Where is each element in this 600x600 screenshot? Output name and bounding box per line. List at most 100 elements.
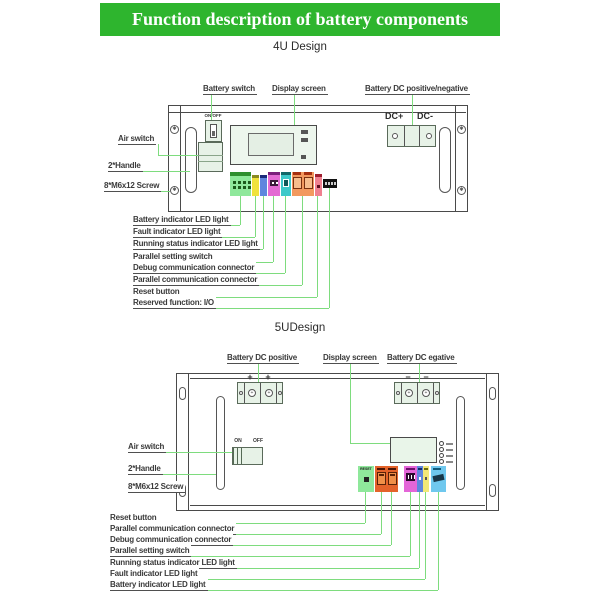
screw-hole	[179, 387, 186, 400]
callout-line	[329, 188, 330, 308]
callout-line	[438, 492, 439, 590]
dip-switch	[270, 180, 278, 186]
callout-line	[158, 144, 159, 156]
label-dc-negative: Battery DC egative	[387, 352, 457, 364]
rj45-port	[304, 177, 313, 189]
terminal-divider	[404, 126, 405, 146]
air-switch-breaker	[233, 448, 244, 464]
port-pins	[379, 474, 384, 476]
callout-line	[273, 196, 274, 262]
label-handle: 2*Handle	[128, 463, 163, 475]
label-screw: 8*M6x12 Screw	[128, 481, 186, 493]
terminal-screw-icon	[239, 391, 243, 395]
callout-line	[263, 196, 264, 249]
connector-running-led	[260, 175, 267, 196]
label-handle: 2*Handle	[108, 160, 143, 172]
callout-line	[381, 492, 382, 534]
callout-line	[255, 196, 256, 237]
callout-line	[285, 196, 286, 273]
callout-line	[412, 95, 413, 125]
callout-line	[112, 579, 425, 580]
page-title: Function description of battery componen…	[132, 9, 468, 29]
terminal-divider	[276, 383, 277, 403]
display-button	[439, 441, 444, 446]
rj45-port	[377, 472, 386, 485]
terminal-screw-icon: +	[248, 389, 256, 397]
screw-icon: ✱	[170, 186, 179, 195]
callout-line	[112, 590, 438, 591]
port-pins	[390, 474, 395, 476]
label-battery-switch: Battery switch	[203, 83, 257, 95]
section-heading-4u: 4U Design	[273, 41, 327, 53]
callout-line	[135, 297, 317, 298]
terminal-divider	[419, 126, 420, 146]
io-pins	[325, 182, 327, 185]
minus-mark: −	[423, 372, 429, 382]
callout-line	[158, 155, 198, 156]
display-button	[439, 459, 444, 464]
connector-top-bar	[433, 468, 441, 470]
callout-line	[302, 196, 303, 285]
callout-line	[112, 523, 365, 524]
reset-dot	[317, 185, 320, 188]
label-air-switch: Air switch	[118, 133, 157, 145]
on-label: ON	[234, 438, 242, 444]
terminal-screw-icon	[392, 133, 398, 139]
label-reserved-io: Reserved function: I/O	[133, 297, 216, 309]
section-heading-5u: 5UDesign	[274, 322, 326, 334]
display-button	[439, 453, 444, 458]
connector-top-bar	[377, 468, 385, 470]
display-button-label	[446, 461, 453, 463]
callout-line	[350, 443, 390, 444]
debug-port	[283, 179, 289, 187]
air-switch-line	[198, 155, 223, 156]
off-label: OFF	[253, 438, 263, 444]
screw-icon: ✱	[457, 125, 466, 134]
label-fault-led: Fault indicator LED light	[133, 226, 223, 238]
terminal-divider	[433, 383, 434, 403]
terminal-screw-icon: +	[422, 389, 430, 397]
callout-line	[112, 534, 381, 535]
handle-right	[439, 127, 451, 193]
display-button-label	[446, 455, 453, 457]
callout-line	[135, 308, 329, 309]
screw-hole	[489, 484, 496, 497]
display-button	[301, 138, 308, 142]
led-dot	[425, 477, 427, 480]
label-parallel-switch: Parallel setting switch	[110, 545, 192, 557]
terminal-screw-icon	[278, 391, 282, 395]
screw-hole	[489, 387, 496, 400]
plus-mark: +	[265, 372, 271, 382]
callout-line	[365, 492, 366, 523]
display-button	[301, 130, 308, 134]
callout-line	[150, 452, 232, 453]
callout-line	[258, 363, 259, 382]
display-button	[439, 447, 444, 452]
plus-mark: +	[247, 372, 253, 382]
dc-minus-label: DC-	[417, 111, 433, 121]
dip-switch	[406, 473, 415, 481]
left-ear-line	[180, 105, 181, 212]
dc-terminal-block	[387, 125, 436, 147]
title-banner: Function description of battery componen…	[100, 3, 500, 36]
terminal-divider	[401, 383, 402, 403]
connector-top-bar	[424, 468, 428, 470]
terminal-divider	[417, 383, 418, 403]
callout-line	[211, 95, 212, 120]
callout-line	[135, 171, 190, 172]
label-screw: 8*M6x12 Screw	[104, 180, 162, 192]
connector-battery-led	[230, 172, 251, 196]
callout-line	[294, 95, 295, 125]
on-off-label: ON/OFF	[204, 113, 222, 118]
rj45-port	[388, 472, 397, 485]
callout-line	[350, 363, 351, 443]
connector-top-bar	[315, 174, 322, 177]
right-ear-line	[455, 105, 456, 212]
callout-line	[240, 196, 241, 225]
terminal-screw-icon	[396, 391, 400, 395]
rj45-port	[293, 177, 302, 189]
panel-top-rim	[190, 378, 485, 379]
connector-top-bar	[252, 175, 259, 178]
dip-stripes	[408, 475, 409, 479]
